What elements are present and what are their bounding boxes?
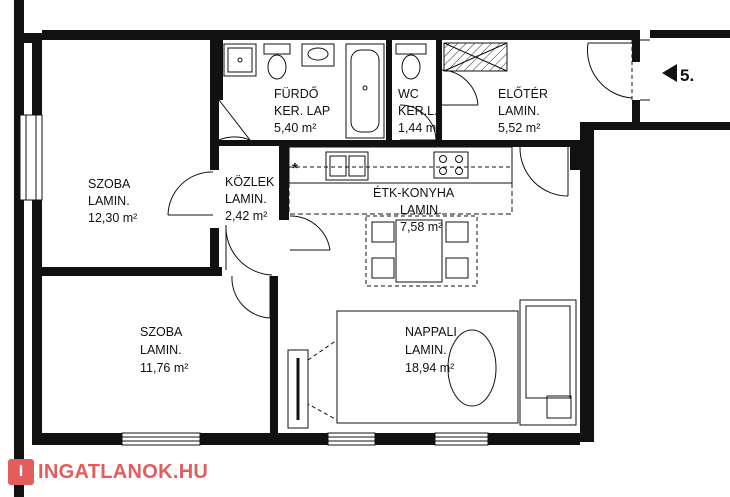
room-area: 11,76 m² [140, 361, 188, 375]
interior-walls [42, 40, 580, 434]
room-floor: LAMIN. [88, 194, 130, 208]
watermark: I INGATLANOK.HU [8, 457, 208, 487]
room-floor: LAMIN. [400, 203, 442, 217]
living-furniture [287, 299, 577, 429]
bathroom-fixtures [223, 43, 427, 139]
room-area: 7,58 m² [400, 220, 442, 234]
windows [19, 39, 650, 446]
room-name: ELŐTÉR [498, 86, 548, 101]
room-floor: KER. LAP [274, 104, 330, 118]
room-floor: LAMIN. [405, 343, 447, 357]
unit-number: 5. [680, 66, 694, 85]
room-floor: LAMIN. [498, 104, 540, 118]
room-label-hallway: KÖZLEK LAMIN. 2,42 m² [225, 175, 275, 223]
dining-set [365, 215, 478, 287]
room-name: WC [398, 87, 419, 101]
room-name: ÉTK-KONYHA [373, 185, 455, 200]
room-floor: KER.L. [398, 104, 438, 118]
doors [167, 40, 633, 319]
room-name: KÖZLEK [225, 175, 275, 189]
room-area: 5,52 m² [498, 121, 540, 135]
room-name: SZOBA [140, 325, 183, 339]
exterior-walls [14, 0, 730, 497]
room-area: 2,42 m² [225, 209, 267, 223]
room-area: 18,94 m² [405, 361, 454, 375]
room-label-wc: WC KER.L. 1,44 m² [398, 87, 440, 135]
watermark-text: INGATLANOK.HU [38, 460, 209, 483]
room-name: NAPPALI [405, 325, 457, 339]
asterisk-mark: * [292, 160, 298, 177]
room-label-bedroom-2: SZOBA LAMIN. 11,76 m² [140, 325, 188, 375]
watermark-logo-icon: I [8, 459, 34, 485]
room-area: 12,30 m² [88, 211, 137, 225]
room-name: SZOBA [88, 177, 131, 191]
room-label-bathroom: FÜRDŐ KER. LAP 5,40 m² [274, 86, 330, 135]
room-label-kitchen-dining: ÉTK-KONYHA LAMIN. 7,58 m² [373, 185, 455, 234]
room-label-entrance: ELŐTÉR LAMIN. 5,52 m² [498, 86, 548, 135]
room-floor: LAMIN. [140, 343, 182, 357]
room-floor: LAMIN. [225, 192, 267, 206]
shaft-hatch [443, 42, 508, 72]
room-label-bedroom-1: SZOBA LAMIN. 12,30 m² [88, 177, 137, 225]
room-area: 1,44 m² [398, 121, 440, 135]
room-area: 5,40 m² [274, 121, 316, 135]
room-name: FÜRDŐ [274, 86, 319, 101]
unit-entrance-marker: 5. [662, 64, 694, 85]
kitchen-counter [288, 146, 513, 215]
room-label-living-room: NAPPALI LAMIN. 18,94 m² [405, 325, 457, 375]
